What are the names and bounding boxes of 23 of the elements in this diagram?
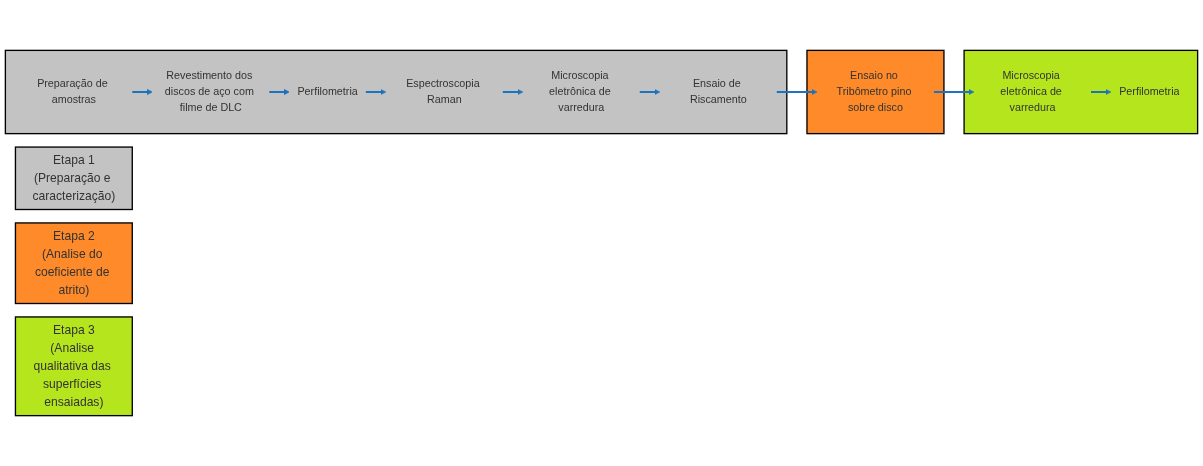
arrow [776, 89, 818, 95]
node-text: Perfilometria [1119, 85, 1180, 98]
arrow [639, 89, 661, 95]
node-text: Preparação de amostras [37, 77, 108, 106]
cluster [4, 49, 788, 135]
node-text: Espectroscopia Raman [406, 77, 480, 106]
cluster [806, 49, 945, 135]
node-box: Etapa 1 (Preparação e caracterização) [14, 146, 133, 211]
node-text: Perfilometria [297, 85, 358, 98]
node-box: Etapa 3 (Analise qualitativa das superfícies ensaiadas) [14, 316, 133, 417]
node-text: Ensaio de Riscamento [689, 77, 747, 106]
arrow [132, 89, 153, 95]
node-text: Microscopia eletrônica de varredura [549, 69, 611, 114]
cluster [963, 49, 1199, 135]
arrow [269, 89, 290, 95]
node-text: Microscopia eletrônica de varredura [1000, 69, 1062, 114]
arrow [933, 89, 975, 95]
node-text: Ensaio no Tribômetro pino sobre disco [836, 69, 912, 114]
node-text: Revestimento dos discos de aço com filme de DLC [164, 69, 254, 114]
node-box: Etapa 2 (Analise do coeficiente de atrito) [14, 222, 133, 305]
arrow [365, 89, 387, 95]
arrow [502, 89, 524, 95]
arrow [1091, 89, 1112, 95]
